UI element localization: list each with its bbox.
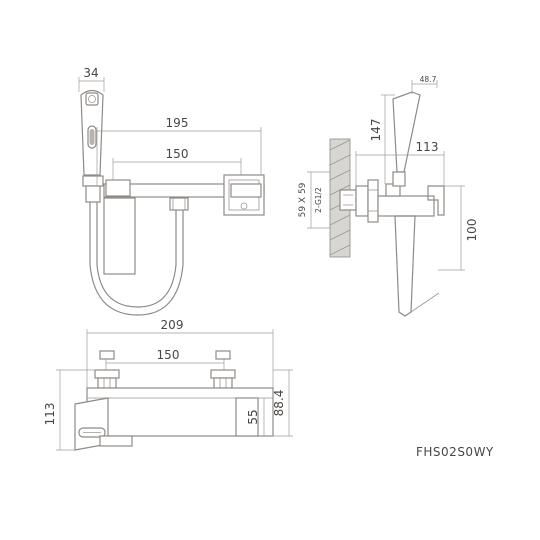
diverter-front xyxy=(99,435,133,447)
spout-top xyxy=(103,197,136,275)
shower-button xyxy=(87,125,97,149)
front-view: 209 150 113 55 xyxy=(43,318,293,451)
hose-connector xyxy=(169,197,189,211)
dim-label-overall-width: 195 xyxy=(166,116,189,130)
dim-label-shower-offset: 48.7 xyxy=(420,75,437,84)
dim-label-spout-height: 55 xyxy=(246,409,260,424)
inlet-pipe-side xyxy=(339,189,357,211)
shower-holder xyxy=(82,175,104,187)
dim-label-spout-drop: 100 xyxy=(465,219,479,242)
dim-label-flange-size: 59 X 59 xyxy=(298,182,308,217)
dim-label-hand-shower-width: 34 xyxy=(83,66,98,80)
inlet-left-nut xyxy=(97,377,117,389)
side-view: 59 X 59 2-G1/2 48.7 147 113 xyxy=(298,75,479,317)
dim-label-overall-height: 113 xyxy=(43,403,57,426)
dim-label-body-width: 209 xyxy=(161,318,184,332)
mixer-body-side xyxy=(377,195,435,217)
dim-label-inlet-spacing-top: 150 xyxy=(166,147,189,161)
dim-label-body-height: 88.4 xyxy=(272,390,286,417)
top-view: 34 195 150 xyxy=(78,66,265,316)
inlet-left-top xyxy=(99,350,115,360)
inlet-right-nut xyxy=(213,377,233,389)
model-code: FHS02S0WY xyxy=(416,445,494,459)
flange-left xyxy=(105,179,131,197)
inlet-right-top xyxy=(215,350,231,360)
escutcheon-side xyxy=(355,185,369,217)
hose-outer xyxy=(89,202,184,316)
hand-shower-side xyxy=(392,91,421,173)
dim-label-inlet-spacing-front: 150 xyxy=(157,348,180,362)
lever-front xyxy=(235,397,259,437)
dim-label-thread: 2-G1/2 xyxy=(314,187,323,213)
shower-spray-face xyxy=(85,92,99,106)
hand-shower-head xyxy=(80,89,104,176)
hose-inner xyxy=(96,202,177,308)
dim-label-shower-height: 147 xyxy=(369,119,383,142)
spout-side xyxy=(394,215,416,317)
dim-label-spout-projection: 113 xyxy=(416,140,439,154)
